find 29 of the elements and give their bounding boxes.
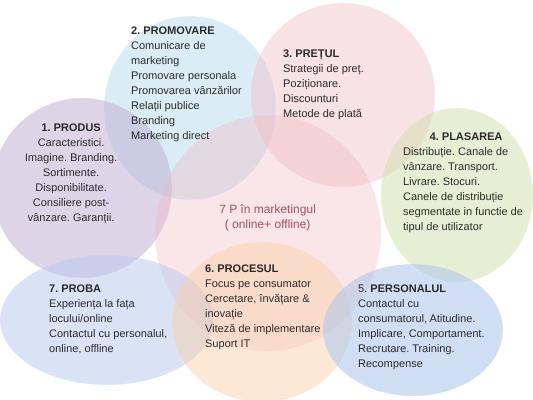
item-text: Experiența la fața locului/online — [49, 297, 136, 327]
item-text: Branding — [131, 114, 176, 129]
item-text: Discounturi — [283, 92, 340, 107]
heading: 1. PRODUS — [40, 121, 102, 136]
heading: 4. PLASAREA — [428, 130, 504, 145]
item-text: Contactul cu personalul, online, offline — [49, 327, 167, 357]
item-text: Relații publice — [131, 99, 200, 114]
item-text: Metode de plată — [283, 107, 363, 122]
item-text: Cercetare, învățare & inovație — [205, 292, 311, 322]
item-text: Suport IT — [205, 337, 252, 352]
item-text: Comunicare de marketing — [131, 39, 207, 69]
item-text: Strategii de preț. — [283, 62, 365, 77]
item-text: Canele de distribuție segmentate in functie de tipul de utilizator — [403, 190, 524, 235]
item-text: Distribuție. Canale de vânzare. Transport. Livrare. Stocuri. — [403, 145, 510, 190]
item-text: Contactul cu consumatorul, Atitudine. Implicare, Comportament. Recrutare. Training. Recompense — [358, 297, 486, 372]
item-text: Poziționare. — [283, 77, 342, 92]
item-text: Promovarea vânzărilor — [131, 84, 243, 99]
heading: 5. PERSONALUL — [358, 282, 448, 297]
heading: 6. PROCESUL — [205, 262, 280, 277]
item-text: Focus pe consumator — [205, 277, 312, 292]
center-title: ( online+ offline) — [224, 217, 312, 232]
item-text: Viteză de implementare — [205, 322, 322, 337]
heading: 7. PROBA — [49, 282, 102, 297]
item-text: Promovare personala — [131, 69, 238, 84]
center-title: 7 P în marketingul — [218, 202, 317, 217]
item-text: Caracteristici. Imagine. Branding. Sortimente. Disponibilitate. Consiliere post-vânzare. Garanții. — [24, 136, 118, 226]
item-text: Marketing direct — [131, 129, 210, 144]
heading: 3. PREȚUL — [283, 47, 340, 62]
heading: 2. PROMOVARE — [131, 24, 216, 39]
